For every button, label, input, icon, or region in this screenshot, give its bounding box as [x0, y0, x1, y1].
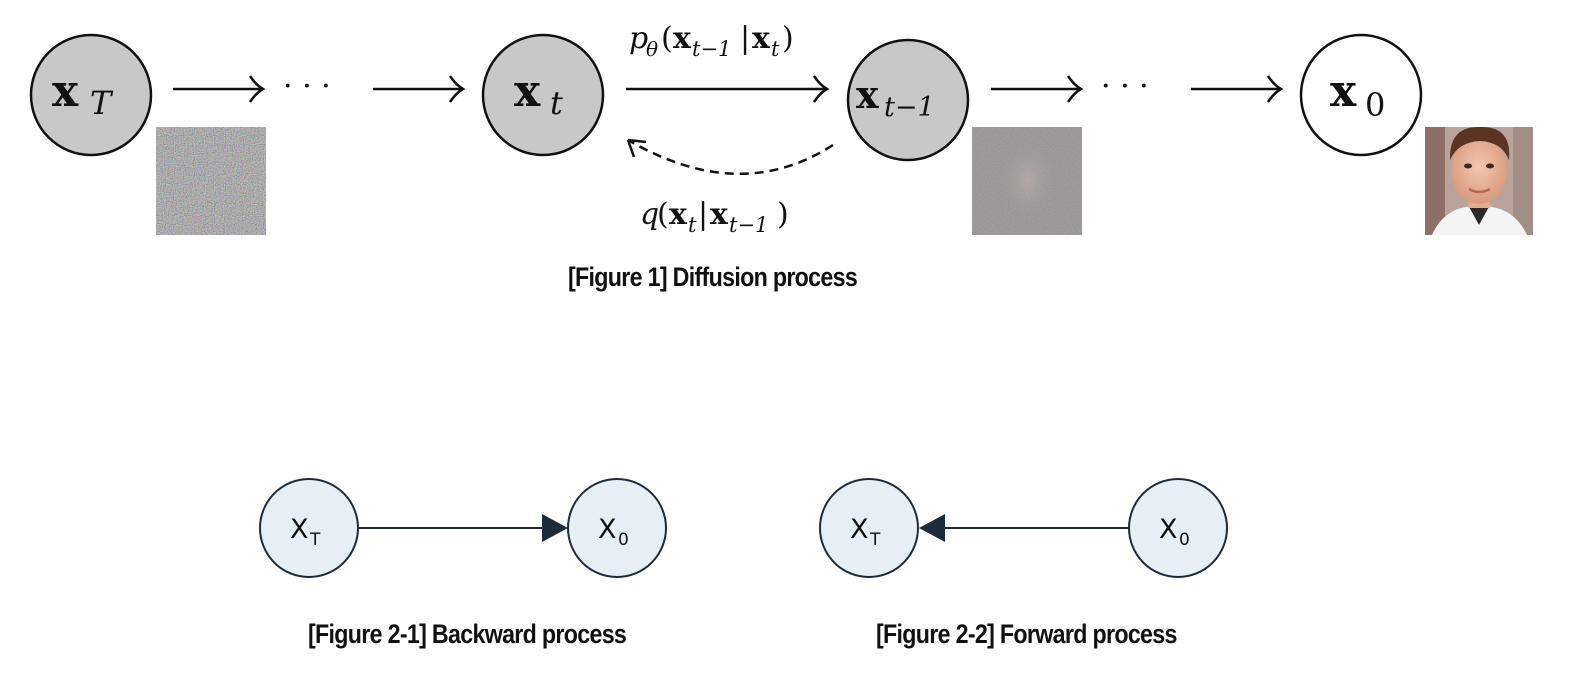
node-sub: t−1	[884, 92, 935, 123]
label-p: p	[629, 21, 648, 56]
label-s2: t−1	[729, 213, 768, 237]
node-base: X	[598, 514, 617, 545]
node-x-0: x 0	[1299, 33, 1423, 157]
label-close: )	[777, 197, 789, 232]
label-s1: t	[688, 213, 697, 237]
arrowhead	[919, 514, 945, 542]
arrow-1	[173, 75, 266, 103]
node-base: x	[1330, 66, 1357, 117]
node-base: X	[850, 514, 869, 545]
node-x-t-minus-1: x t−1	[846, 38, 970, 162]
node-base: x	[514, 66, 541, 117]
node-base: x	[52, 66, 79, 117]
reverse-arrow	[626, 75, 830, 103]
ellipsis-2: · · ·	[1101, 69, 1149, 104]
arrow-2	[373, 75, 466, 103]
node-sub: T	[869, 530, 881, 550]
label-s2: t	[771, 37, 780, 61]
figure-2-2: X T X 0	[819, 478, 1228, 578]
node-X-T: X T	[819, 478, 919, 578]
node-x-T: x T	[29, 33, 153, 157]
node-sub: 0	[1179, 530, 1190, 550]
node-sub: T	[309, 530, 321, 550]
label-open: (	[657, 197, 669, 232]
face-image	[1425, 126, 1533, 235]
node-sub: 0	[1365, 86, 1385, 124]
figure-2-1: X T X 0	[259, 478, 667, 578]
node-circle	[481, 33, 605, 157]
node-sub: T	[90, 84, 114, 122]
label-open: (	[661, 21, 673, 56]
figure-1: x T · · · x t p θ ( x t−1 | x t )	[29, 21, 1533, 237]
node-sub: t	[550, 84, 563, 122]
node-X-0: X 0	[567, 478, 667, 578]
label-close: )	[782, 21, 794, 56]
reverse-label: p θ ( x t−1 | x t )	[629, 21, 794, 61]
label-s1: t−1	[692, 37, 731, 61]
arrow-3	[991, 75, 1084, 103]
label-x2: x	[710, 197, 729, 232]
label-bar: |	[740, 21, 750, 56]
label-x1: x	[669, 197, 688, 232]
arrowhead	[542, 514, 568, 542]
label-q: q	[640, 197, 659, 232]
node-sub: 0	[618, 530, 629, 550]
label-x2: x	[752, 21, 771, 56]
figure-2-2-caption: [Figure 2-2] Forward process	[876, 619, 1177, 649]
label-theta: θ	[646, 37, 658, 61]
figure-1-caption: [Figure 1] Diffusion process	[568, 262, 858, 292]
node-circle	[846, 38, 970, 162]
node-base: X	[290, 514, 309, 545]
node-base: X	[1159, 514, 1178, 545]
ellipsis-1: · · ·	[283, 69, 331, 104]
node-base: x	[856, 72, 879, 117]
noisy-face-image	[972, 127, 1082, 235]
node-X-0: X 0	[1128, 478, 1228, 578]
node-X-T: X T	[259, 478, 359, 578]
label-x1: x	[673, 21, 692, 56]
node-circle	[29, 33, 153, 157]
label-bar: |	[698, 197, 708, 232]
node-x-t: x t	[481, 33, 605, 157]
arrow-4	[1191, 75, 1284, 103]
forward-dashed-arrow	[626, 138, 834, 175]
forward-label: q ( x t | x t−1 )	[640, 197, 789, 237]
noise-image	[156, 127, 266, 235]
node-circle	[1299, 33, 1423, 157]
figure-2-1-caption: [Figure 2-1] Backward process	[308, 619, 627, 649]
